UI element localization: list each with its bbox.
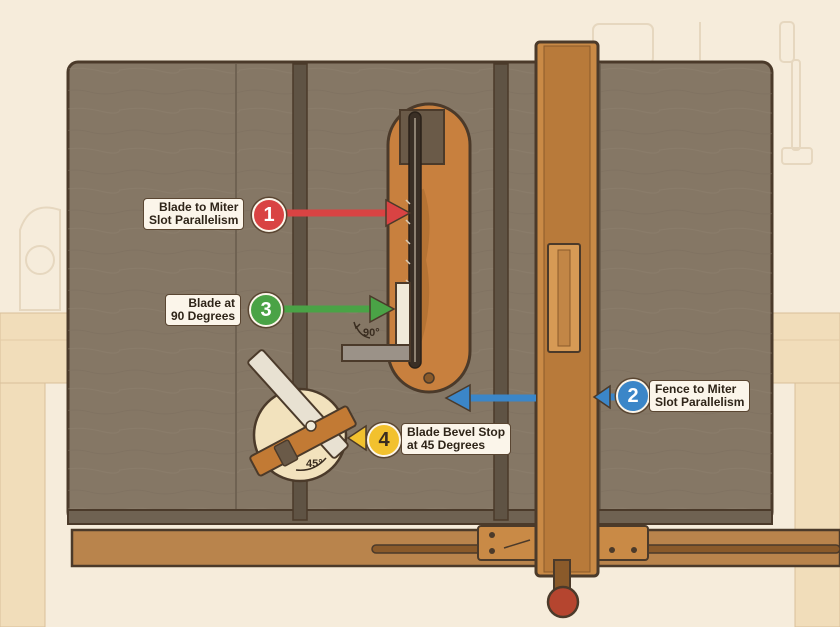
callout-4-badge: 4 bbox=[367, 423, 401, 457]
callout-3-line2: 90 Degrees bbox=[171, 309, 236, 323]
callout-3-line1: Blade at bbox=[188, 296, 236, 310]
callout-1-line2: Slot Parallelism bbox=[149, 213, 239, 227]
callout-1-line1: Blade to Miter bbox=[159, 200, 239, 214]
callout-arrows bbox=[281, 198, 617, 452]
square-tool bbox=[341, 282, 411, 362]
callout-3-badge: 3 bbox=[249, 293, 283, 327]
fence-rail bbox=[70, 525, 840, 568]
rip-fence bbox=[534, 40, 600, 619]
callout-1-label: Blade to Miter Slot Parallelism bbox=[143, 198, 245, 230]
callout-2-badge: 2 bbox=[616, 379, 650, 413]
callout-2-label: Fence to Miter Slot Parallelism bbox=[649, 380, 751, 412]
bevel-gauge bbox=[247, 349, 357, 483]
callout-1-badge: 1 bbox=[252, 198, 286, 232]
callout-4-line2: at 45 Degrees bbox=[407, 438, 486, 452]
callout-2-line1: Fence to Miter bbox=[655, 382, 737, 396]
callout-2-line2: Slot Parallelism bbox=[655, 395, 745, 409]
callout-4-label: Blade Bevel Stop at 45 Degrees bbox=[401, 423, 512, 455]
bevel-angle-label: 45° bbox=[306, 458, 323, 470]
square-angle-label: 90° bbox=[363, 327, 380, 339]
callout-4-line1: Blade Bevel Stop bbox=[407, 425, 506, 439]
saw-blade bbox=[405, 111, 422, 369]
callout-3-label: Blade at 90 Degrees bbox=[165, 294, 242, 326]
